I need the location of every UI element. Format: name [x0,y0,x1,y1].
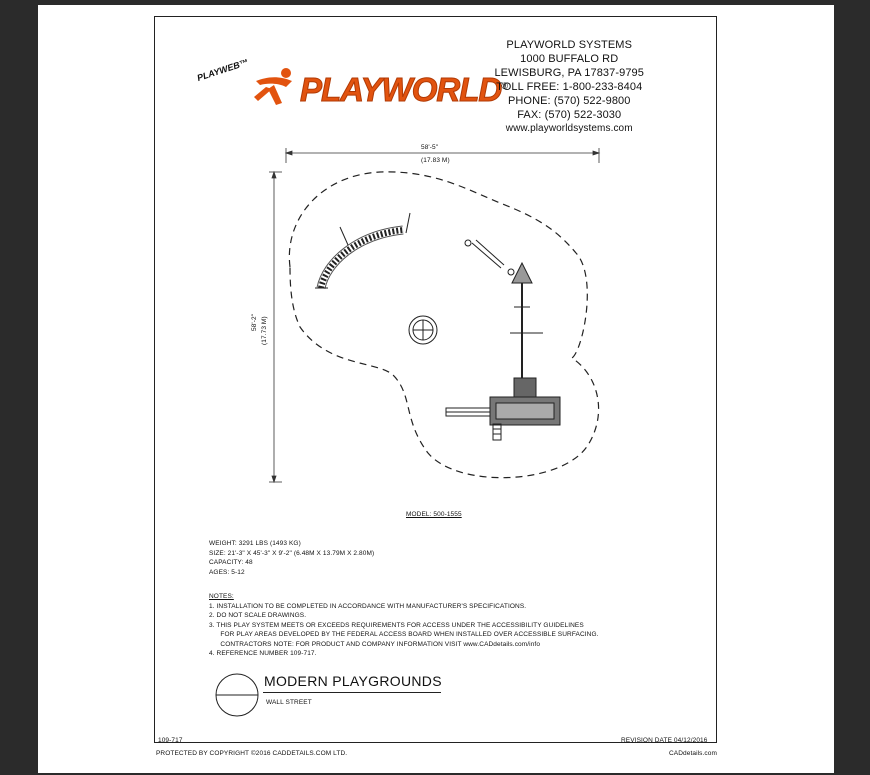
note-item: 1. INSTALLATION TO BE COMPLETED IN ACCOR… [209,602,527,610]
width-dimension-label: 58'-5" [421,144,439,151]
spinner [408,315,438,345]
company-line: PHONE: (570) 522-9800 [507,95,631,107]
registered-mark: ® [501,81,508,91]
note-item: CONTRACTORS NOTE: FOR PRODUCT AND COMPAN… [209,640,541,648]
height-dimension-line [269,170,282,484]
spec-line: SIZE: 21'-3" X 45'-3" X 9'-2" (6.48M X 1… [209,549,375,557]
drawing-sheet: PLAYWEB™ PLAYWORLD® PLAYWORLD SYSTEMS 10… [38,5,834,773]
width-dimension-line [284,148,601,163]
sheet-title: MODERN PLAYGROUNDS [264,673,442,689]
company-line: 1000 BUFFALO RD [520,53,619,65]
company-link[interactable]: www.playworldsystems.com [505,123,633,134]
site-plan-drawing [269,148,601,484]
drawing-border [154,16,717,743]
note-item: 2. DO NOT SCALE DRAWINGS. [209,612,307,619]
curved-climber [315,212,411,290]
playworld-figure-icon [254,68,292,105]
width-dimension-metric: (17.83 M) [421,157,450,164]
company-line: TOLL FREE: 1-800-233-8404 [496,81,643,93]
reference-number: 109-717 [158,737,183,744]
notes: NOTES: 1. INSTALLATION TO BE COMPLETED I… [209,592,599,659]
use-zone-boundary [288,171,600,479]
playworld-logo: PLAYWORLD® [299,69,508,108]
playworld-logo-text: PLAYWORLD [299,71,502,108]
height-dimension-label: 58'-2" [251,313,258,331]
spec-line: CAPACITY: 48 [209,559,253,566]
play-structure [445,261,561,441]
note-item: FOR PLAY AREAS DEVELOPED BY THE FEDERAL … [209,631,599,638]
title-block-symbol [215,673,259,717]
company-line: FAX: (570) 522-3030 [517,109,622,121]
sheet-subtitle: WALL STREET [266,699,312,706]
model-number: MODEL: 500-1555 [406,511,462,518]
company-info: PLAYWORLD SYSTEMS 1000 BUFFALO RD LEWISB… [494,38,644,136]
copyright-notice: PROTECTED BY COPYRIGHT ©2016 CADDETAILS.… [156,750,348,757]
revision-date: REVISION DATE 04/12/2016 [621,737,708,744]
spec-line: WEIGHT: 3291 LBS (1493 KG) [209,540,301,547]
specifications: WEIGHT: 3291 LBS (1493 KG) SIZE: 21'-3" … [209,539,374,577]
caddetails-link[interactable]: CADdetails.com [669,750,717,757]
note-item: 3. THIS PLAY SYSTEM MEETS OR EXCEEDS REQ… [209,621,584,629]
title-divider [263,692,441,693]
spec-line: AGES: 5-12 [209,568,245,576]
height-dimension-metric: (17.73 M) [261,316,268,345]
horizontal-ladder [464,239,515,276]
notes-heading: NOTES: [209,593,234,600]
company-line: LEWISBURG, PA 17837-9795 [494,67,644,79]
note-item: 4. REFERENCE NUMBER 109-717. [209,650,317,657]
company-line: PLAYWORLD SYSTEMS [506,39,633,51]
